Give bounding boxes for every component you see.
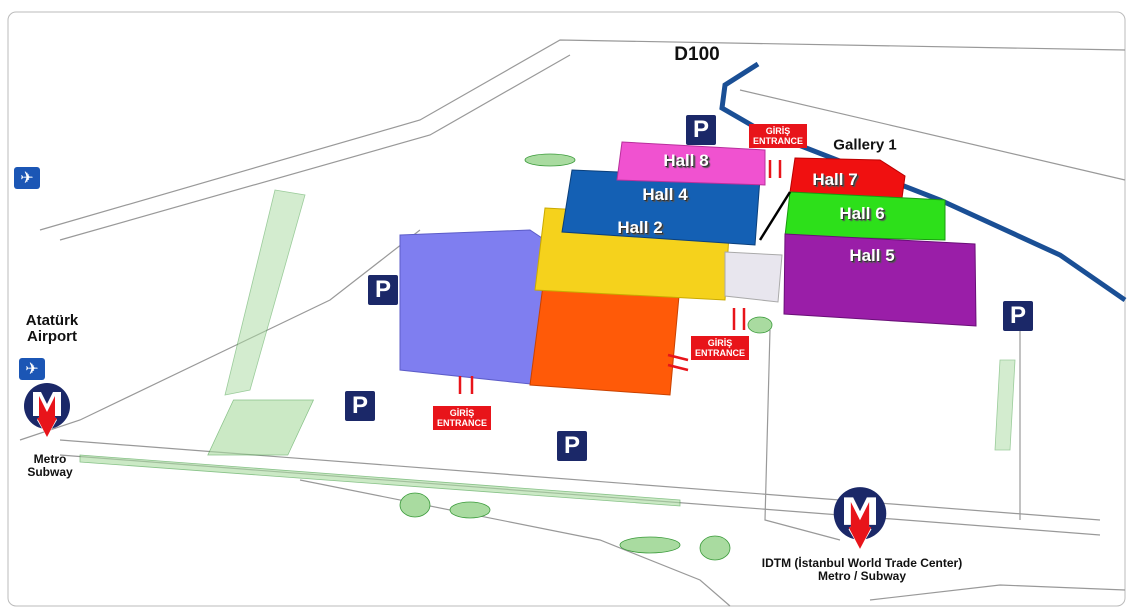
gallery-cube <box>724 251 783 303</box>
parking-icon: P <box>557 431 587 461</box>
entrance-arrows <box>458 160 782 394</box>
airplane-icon: ✈ <box>14 167 40 189</box>
hall-8-shape <box>616 141 766 186</box>
gallery-pointer-arrow <box>758 191 792 241</box>
metro-logo-icon <box>24 383 70 437</box>
hall-2-label[interactable]: Hall 2 <box>617 218 663 237</box>
greenery <box>79 153 1016 561</box>
metro-logo-icon <box>833 487 887 549</box>
parking-icon: P <box>368 275 398 305</box>
idtm-metro-label: IDTM (İstanbul World Trade Center)Metro … <box>761 556 963 583</box>
hall-4-label[interactable]: Hall 4 <box>642 185 688 204</box>
hall-5-shape <box>783 233 977 327</box>
hall-6-label[interactable]: Hall 6 <box>839 204 885 223</box>
hall-7-shape <box>789 157 906 199</box>
airplane-icon: ✈ <box>19 358 45 380</box>
parking-icon: P <box>345 391 375 421</box>
hall-8-label[interactable]: Hall 8 <box>663 151 709 170</box>
hall-6-shape <box>784 191 946 241</box>
parking-icon: P <box>686 115 716 145</box>
hall-7-label[interactable]: Hall 7 <box>812 170 858 189</box>
parking-icon: P <box>1003 301 1033 331</box>
gallery-label: Gallery 1 <box>833 136 897 154</box>
road-label-d100: D100 <box>674 44 720 65</box>
hall-5-label[interactable]: Hall 5 <box>849 246 895 265</box>
